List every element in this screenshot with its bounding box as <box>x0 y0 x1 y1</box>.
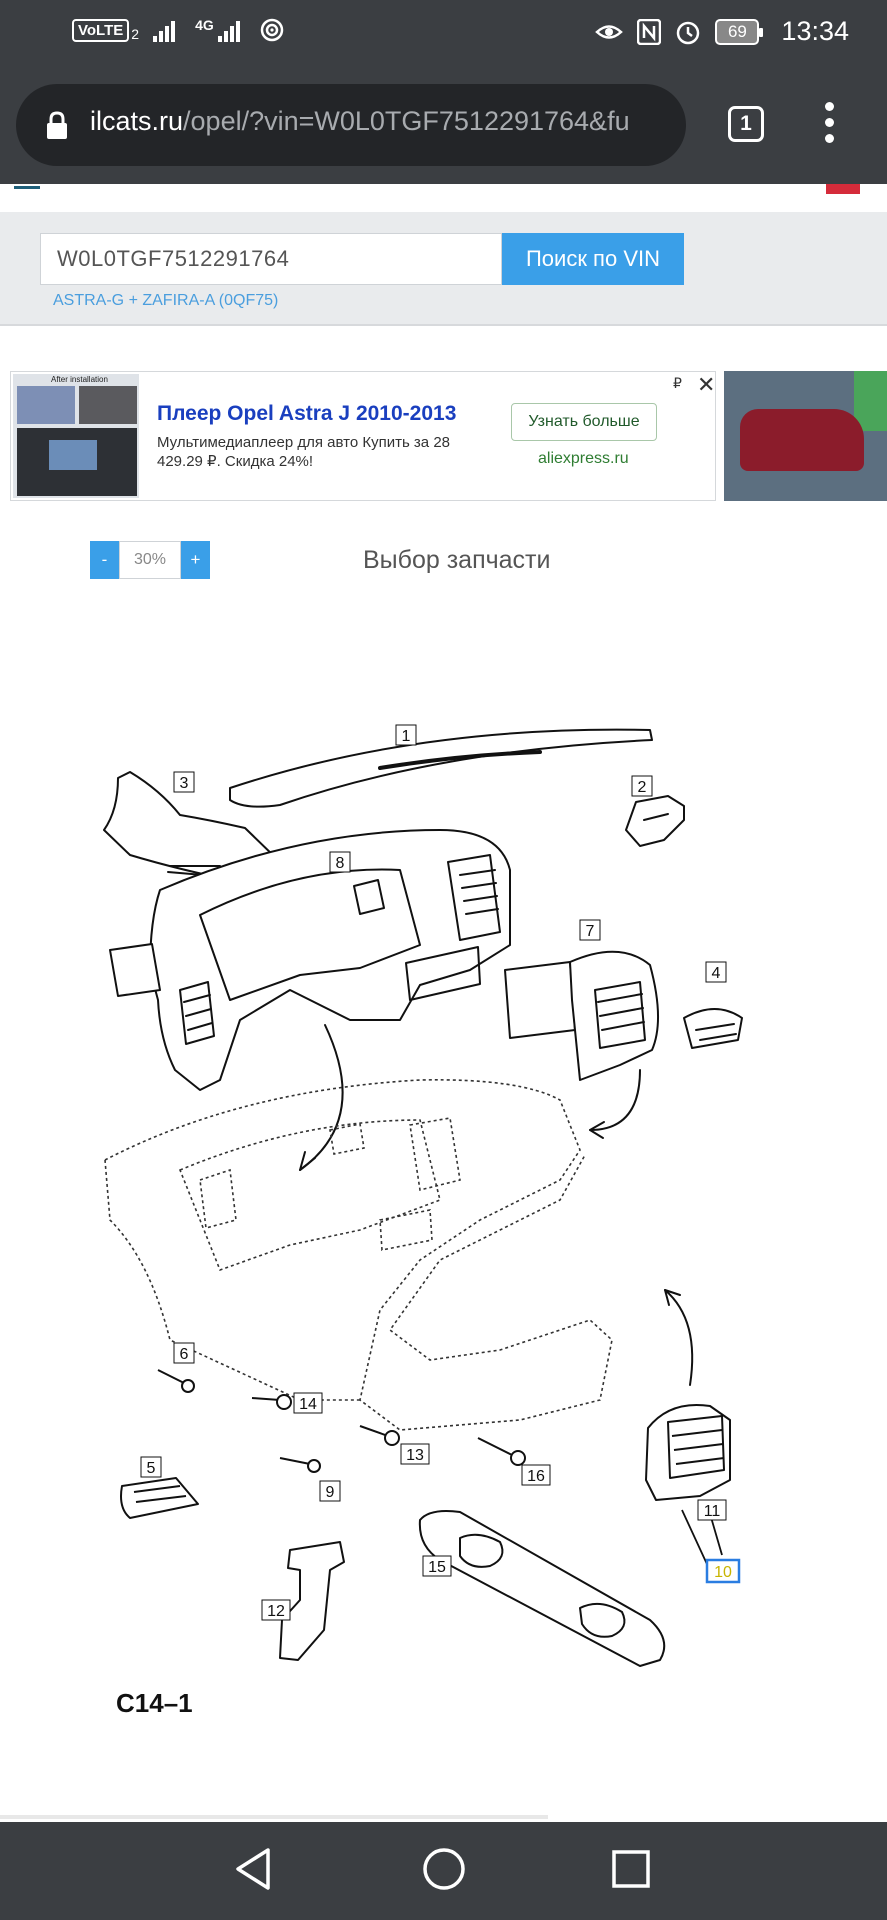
vin-input[interactable] <box>40 233 502 285</box>
callout-10[interactable]: 10 <box>705 1558 741 1584</box>
alarm-icon <box>677 21 700 44</box>
hamburger-menu-icon[interactable] <box>14 186 40 189</box>
vin-search-button[interactable]: Поиск по VIN <box>502 233 684 285</box>
ad-ruble-icon: ₽ <box>673 375 682 391</box>
callout-6[interactable]: 6 <box>173 1342 195 1364</box>
tab-switcher-button[interactable]: 1 <box>728 106 764 142</box>
ad-thumbnail: After installation <box>13 374 139 498</box>
advertisement-banner[interactable]: After installation Плеер Opel Astra J 20… <box>10 371 716 501</box>
svg-text:7: 7 <box>586 923 595 940</box>
volte-badge: VoLTE <box>72 18 130 42</box>
callout-14[interactable]: 14 <box>293 1392 323 1414</box>
home-icon[interactable] <box>421 1846 467 1892</box>
svg-text:15: 15 <box>428 1559 446 1576</box>
parts-diagram[interactable]: 1 2 3 4 5 6 7 8 9 10 11 12 13 14 15 16 <box>0 700 887 1700</box>
system-nav-bar <box>0 1822 887 1920</box>
horizontal-scrollbar[interactable] <box>0 1815 548 1819</box>
callout-3[interactable]: 3 <box>173 771 195 793</box>
signal-icon-2 <box>217 21 240 42</box>
zoom-value-input[interactable] <box>119 541 181 579</box>
svg-text:12: 12 <box>267 1603 285 1620</box>
page-title: Выбор запчасти <box>363 546 551 574</box>
callout-11[interactable]: 11 <box>697 1499 727 1521</box>
svg-text:6: 6 <box>180 1346 189 1363</box>
callout-4[interactable]: 4 <box>705 961 727 983</box>
svg-text:14: 14 <box>299 1396 317 1413</box>
callout-9[interactable]: 9 <box>319 1480 341 1502</box>
svg-text:8: 8 <box>336 855 345 872</box>
svg-text:16: 16 <box>527 1468 545 1485</box>
callout-15[interactable]: 15 <box>422 1555 452 1577</box>
advertisement-image[interactable] <box>724 371 887 501</box>
hotspot-icon <box>260 18 284 42</box>
callout-1[interactable]: 1 <box>395 724 417 746</box>
clock: 13:34 <box>781 16 849 46</box>
lock-icon <box>47 111 67 139</box>
ad-learn-more-button[interactable]: Узнать больше <box>511 403 657 441</box>
battery-indicator: 69 <box>715 18 764 45</box>
callout-13[interactable]: 13 <box>400 1443 430 1465</box>
svg-text:10: 10 <box>714 1564 732 1581</box>
svg-text:2: 2 <box>638 779 647 796</box>
zoom-control: - + <box>90 541 210 579</box>
zoom-out-button[interactable]: - <box>90 541 119 579</box>
svg-text:1: 1 <box>402 728 411 745</box>
language-flag-icon[interactable] <box>826 184 860 194</box>
ad-description: Мультимедиаплеер для авто Купить за 28 4… <box>157 434 450 470</box>
ad-thumb-caption: After installation <box>51 375 108 384</box>
callout-2[interactable]: 2 <box>631 775 653 797</box>
ad-close-icon[interactable]: ✕ <box>697 372 716 397</box>
sim-number: 2 <box>131 26 140 42</box>
eye-icon <box>595 24 624 39</box>
status-bar: VoLTE 2 4G 69 13:34 <box>0 0 887 66</box>
model-link[interactable]: ASTRA-G + ZAFIRA-A (0QF75) <box>53 292 279 309</box>
zoom-in-button[interactable]: + <box>181 541 210 579</box>
diagram-code: C14–1 <box>116 1688 193 1718</box>
browser-menu-button[interactable] <box>818 102 840 148</box>
callout-5[interactable]: 5 <box>140 1456 162 1478</box>
callout-16[interactable]: 16 <box>521 1464 551 1486</box>
vin-search-section: Поиск по VIN ASTRA-G + ZAFIRA-A (0QF75) <box>0 212 887 326</box>
signal-icon <box>153 21 176 42</box>
browser-toolbar: ilcats.ru/opel/?vin=W0L0TGF7512291764&fu… <box>0 66 887 184</box>
address-bar[interactable]: ilcats.ru/opel/?vin=W0L0TGF7512291764&fu <box>16 84 686 166</box>
back-icon[interactable] <box>232 1846 274 1892</box>
url-host: ilcats.ru <box>90 106 184 136</box>
svg-text:9: 9 <box>326 1484 335 1501</box>
svg-text:3: 3 <box>180 775 189 792</box>
url-path: /opel/?vin=W0L0TGF7512291764&fu <box>183 106 630 136</box>
recent-apps-icon[interactable] <box>612 1850 650 1888</box>
callout-7[interactable]: 7 <box>579 919 601 941</box>
svg-text:5: 5 <box>147 1460 156 1477</box>
svg-text:13: 13 <box>406 1447 424 1464</box>
svg-text:4: 4 <box>712 965 721 982</box>
callout-8[interactable]: 8 <box>329 851 351 873</box>
ad-title[interactable]: Плеер Opel Astra J 2010-2013 <box>157 402 457 425</box>
nfc-icon <box>637 18 662 45</box>
ad-domain[interactable]: aliexpress.ru <box>538 450 629 467</box>
svg-text:11: 11 <box>704 1503 721 1520</box>
network-type: 4G <box>195 17 214 33</box>
url-text[interactable]: ilcats.ru/opel/?vin=W0L0TGF7512291764&fu <box>90 106 676 137</box>
callout-12[interactable]: 12 <box>261 1599 291 1621</box>
